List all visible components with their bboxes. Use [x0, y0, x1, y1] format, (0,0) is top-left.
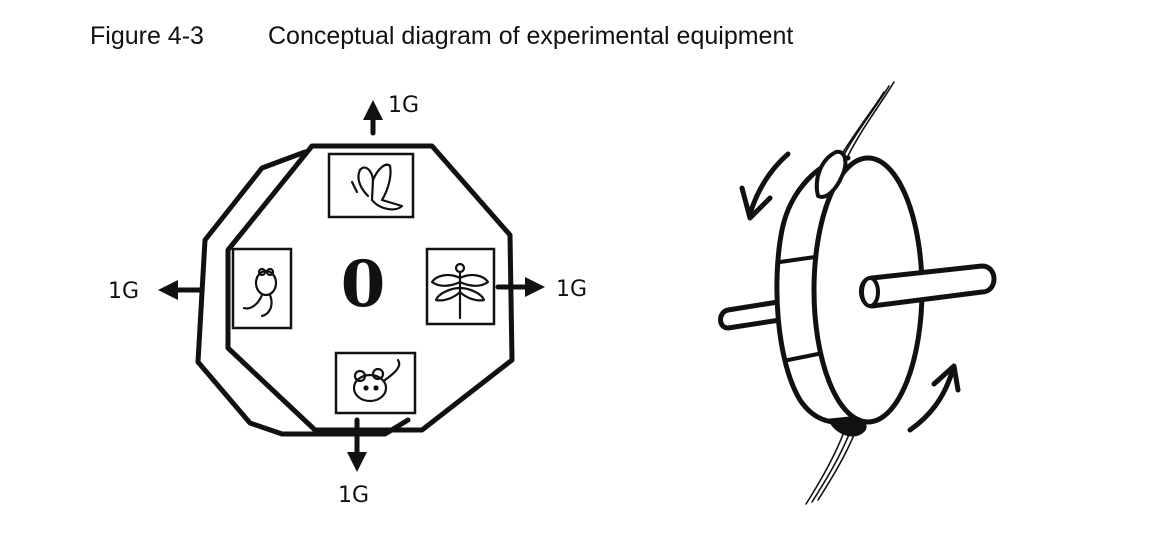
rotation-arrow-upper-head	[739, 185, 773, 221]
rotation-arrow-upper	[747, 151, 791, 217]
gravity-label-right: 1G	[556, 277, 587, 302]
suspension-cable-bottom	[805, 429, 857, 505]
drum-mount-top	[814, 149, 848, 199]
axle-left	[718, 299, 783, 331]
rotation-arrow-lower	[907, 369, 955, 433]
specimen-box-bottom	[334, 351, 417, 415]
gravity-label-left: 1G	[108, 279, 139, 304]
figure-caption: Figure 4-3 Conceptual diagram of experime…	[90, 22, 793, 51]
gravity-label-bottom: 1G	[338, 483, 369, 508]
drum-mount-bottom	[828, 416, 867, 437]
octagonal-chamber	[195, 143, 515, 437]
specimen-box-left	[231, 247, 293, 330]
center-zero-label: 0	[341, 247, 386, 322]
chamber-front-outline	[225, 143, 515, 433]
mouse-icon	[352, 358, 401, 403]
rotating-drum	[718, 81, 997, 505]
figure-title: Conceptual diagram of experimental equip…	[268, 22, 794, 50]
butterfly-icon	[350, 163, 404, 211]
axle-right-end	[860, 276, 880, 308]
frog-icon	[242, 267, 278, 318]
dragonfly-icon	[430, 262, 490, 320]
gravity-label-top: 1G	[388, 93, 419, 118]
rotation-arrow-lower-head	[931, 363, 961, 393]
specimen-box-top	[327, 152, 415, 219]
chamber-back-outline	[195, 149, 411, 437]
figure-number: Figure 4-3	[90, 22, 204, 50]
suspension-cable-top	[835, 81, 895, 165]
specimen-box-right	[425, 247, 496, 326]
